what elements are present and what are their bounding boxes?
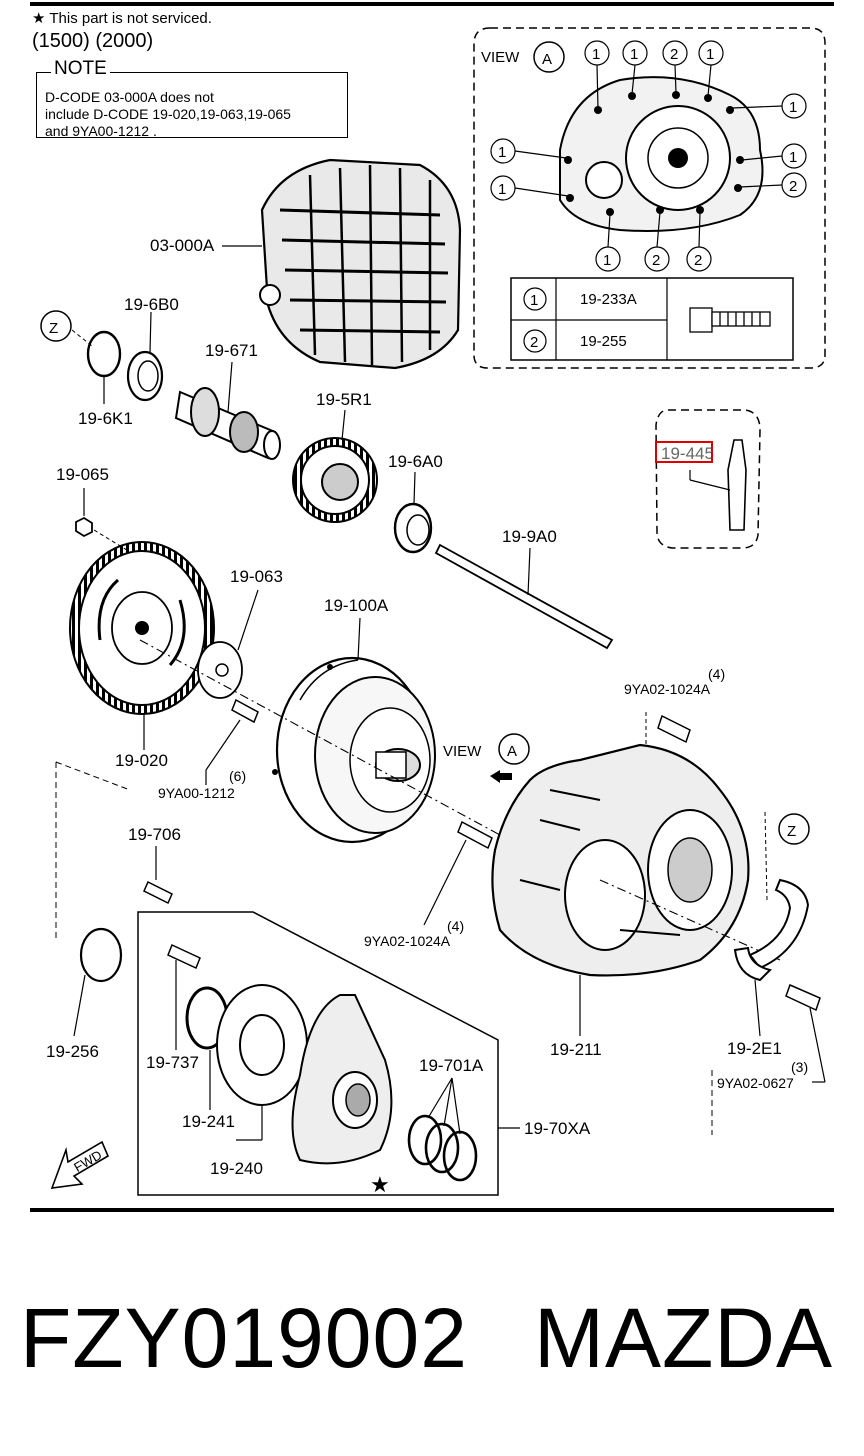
svg-text:2: 2 [652, 252, 660, 269]
plate-19-063 [197, 589, 259, 699]
svg-text:2: 2 [694, 252, 702, 269]
table-row-2-code: 19-255 [580, 333, 627, 350]
label-19-9a0: 19-9A0 [502, 527, 557, 546]
label-19-241: 19-241 [182, 1112, 235, 1131]
z-label-left: Z [49, 320, 58, 337]
brand-name: MAZDA [534, 1291, 833, 1385]
shaft-19-671 [174, 361, 281, 460]
label-19-063: 19-063 [230, 567, 283, 586]
arrow-icon [490, 770, 512, 783]
label-19-671: 19-671 [205, 341, 258, 360]
label-9ya02-0627: 9YA02-0627 [717, 1075, 794, 1091]
bottom-rule [30, 1208, 834, 1212]
bolt-19-706 [143, 846, 173, 905]
table-row-1-num: 1 [530, 292, 538, 309]
ring-19-256 [79, 927, 123, 983]
rod-19-9a0 [434, 543, 614, 650]
note-line-2: include D-CODE 19-020,19-063,19-065 [45, 106, 291, 122]
label-19-256: 19-256 [46, 1042, 99, 1061]
bolt-icon [689, 307, 771, 333]
view-a-callout-text: VIEW [443, 743, 482, 760]
z-label-right: Z [787, 823, 796, 840]
label-19-065: 19-065 [56, 465, 109, 484]
tool-19-445 [655, 409, 761, 549]
label-19-6b0: 19-6B0 [124, 295, 179, 314]
view-a-badge [533, 41, 565, 73]
z-marker-left [40, 310, 72, 342]
label-9ya02-1024a-mid: 9YA02-1024A [364, 933, 451, 949]
flywheel-19-020 [69, 541, 215, 750]
svg-text:1: 1 [498, 144, 506, 161]
case-19-211 [491, 743, 781, 1036]
label-19-020: 19-020 [115, 751, 168, 770]
note-title: NOTE [51, 59, 110, 78]
svg-text:1: 1 [603, 252, 611, 269]
transaxle-assembly [222, 158, 462, 370]
note-line-3: and 9YA00-1212 . [45, 123, 157, 139]
label-19-70xa: 19-70XA [524, 1119, 591, 1138]
label-19-706: 19-706 [128, 825, 181, 844]
not-serviced-note: ★ This part is not serviced. [32, 10, 212, 27]
top-rule [30, 2, 834, 6]
label-9ya00-1212: 9YA00-1212 [158, 785, 235, 801]
header: ★ This part is not serviced. (1500) (200… [32, 10, 212, 54]
star-icon: ★ [370, 1172, 390, 1197]
label-19-2e1: 19-2E1 [727, 1039, 782, 1058]
view-a-callout-letter: A [507, 743, 517, 760]
label-qty-4-mid: (4) [447, 918, 464, 934]
view-a-title: VIEW [481, 49, 520, 66]
bearing-19-6a0 [393, 471, 433, 554]
svg-text:2: 2 [789, 178, 797, 195]
label-19-5r1: 19-5R1 [316, 390, 372, 409]
fwd-arrow-icon: FWD [50, 1140, 110, 1189]
bolt-9ya02-1024a-mid [423, 820, 493, 926]
label-9ya02-1024a-top: 9YA02-1024A [624, 681, 711, 697]
view-a-panel: VIEW A 1 1 2 1 1 1 1 [473, 27, 826, 369]
svg-text:1: 1 [789, 149, 797, 166]
note-line-1: D-CODE 03-000A does not [45, 89, 214, 105]
label-qty-6: (6) [229, 768, 246, 784]
engine-variants: (1500) (2000) [32, 30, 154, 52]
label-19-737: 19-737 [146, 1053, 199, 1072]
label-03-000a: 03-000A [150, 236, 215, 255]
label-qty-4-top: (4) [708, 666, 725, 682]
torque-converter-19-100a [272, 617, 436, 844]
svg-text:1: 1 [498, 181, 506, 198]
svg-text:2: 2 [670, 46, 678, 63]
fastener-table: 1 2 19-233A 19-255 [510, 277, 794, 361]
view-a-letter: A [542, 51, 552, 68]
label-19-211: 19-211 [550, 1040, 602, 1059]
gear-19-5r1 [292, 409, 378, 523]
label-19-445: 19-445 [661, 444, 714, 463]
table-row-2-num: 2 [530, 334, 538, 351]
pump-group-19-70xa: ★ [137, 911, 520, 1197]
note-box: NOTE D-CODE 03-000A does not include D-C… [36, 59, 348, 139]
label-qty-3: (3) [791, 1059, 808, 1075]
table-row-1-code: 19-233A [580, 291, 637, 308]
bearing-19-6b0 [126, 311, 164, 402]
label-19-100a: 19-100A [324, 596, 389, 615]
highlight-19-445 [655, 441, 713, 463]
bolt-9ya00-1212 [205, 698, 259, 785]
label-19-701a: 19-701A [419, 1056, 484, 1075]
svg-text:1: 1 [630, 46, 638, 63]
bolt-9ya02-0627 [785, 983, 826, 1083]
star-icon: ★ [32, 10, 46, 27]
label-19-6a0: 19-6A0 [388, 452, 443, 471]
part-number: FZY019002 [20, 1291, 468, 1385]
svg-text:1: 1 [789, 99, 797, 116]
z-marker-right [778, 813, 810, 845]
view-a-callout-badge [498, 733, 530, 765]
label-19-240: 19-240 [210, 1159, 263, 1178]
bracket-19-2e1 [733, 878, 810, 1037]
svg-text:1: 1 [592, 46, 600, 63]
svg-text:1: 1 [706, 46, 714, 63]
label-19-6k1: 19-6K1 [78, 409, 133, 428]
nut-19-065 [75, 488, 136, 556]
seal-19-6k1 [86, 330, 122, 378]
